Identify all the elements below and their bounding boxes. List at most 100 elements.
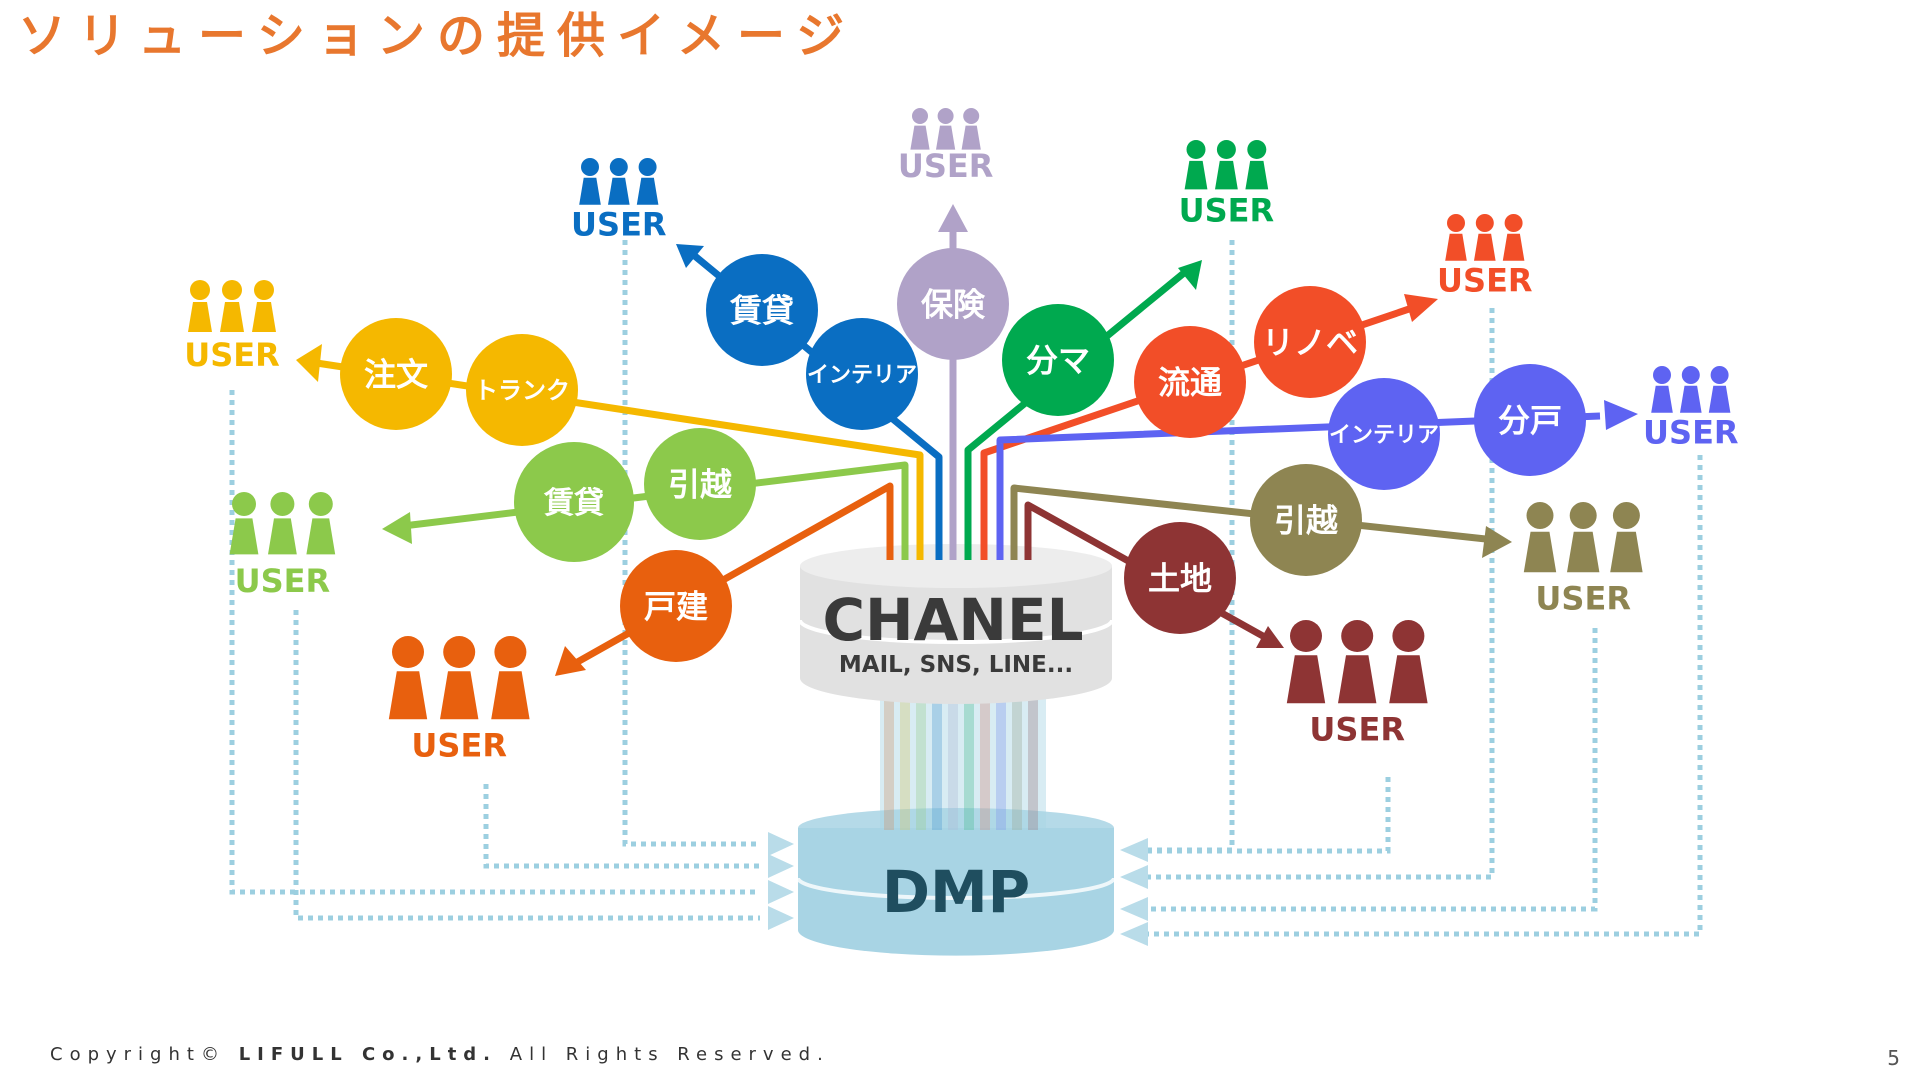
bubble-lime-0: 賃貸: [514, 442, 634, 562]
arrow-blue: [676, 244, 704, 268]
stripe: [884, 690, 894, 830]
bubble-blue-0: 賃貸: [706, 254, 818, 366]
dmp-body: [798, 828, 1114, 956]
bubble-circle: [1254, 286, 1366, 398]
person-icon: [963, 108, 980, 124]
person-body: [252, 302, 276, 332]
footer-copyright: Copyright© LIFULL Co.,Ltd. All Rights Re…: [50, 1044, 830, 1065]
person-body: [1523, 531, 1557, 573]
person-body: [636, 177, 659, 205]
bubble-yellow-0: 注文: [340, 318, 452, 430]
bubble-violet-1: 分戸: [1474, 364, 1586, 476]
arrow-green: [1178, 260, 1202, 290]
person-icon: [638, 158, 657, 176]
person-body: [220, 302, 244, 332]
person-body: [961, 125, 981, 150]
user-label: USER: [235, 562, 331, 600]
dashed-line-olive: [1132, 628, 1598, 912]
bubble-olive-0: 引越: [1250, 464, 1362, 576]
person-icon: [1569, 502, 1597, 529]
dmp-input-arrows: [768, 832, 1148, 946]
arrow-redorange: [1404, 294, 1438, 322]
person-body: [579, 177, 601, 205]
stripe: [900, 690, 910, 830]
person-body: [1215, 160, 1238, 190]
person-body: [229, 518, 259, 555]
bubble-circle: [514, 442, 634, 562]
bubble-purple-0: 保険: [897, 248, 1009, 360]
dashed-line-blue: [622, 240, 760, 847]
user-label: USER: [184, 336, 280, 374]
stripe: [916, 690, 926, 830]
person-body: [491, 671, 530, 720]
chanel-database: [798, 544, 1114, 704]
person-icon: [190, 280, 210, 300]
bubble-circle: [1328, 378, 1440, 490]
user-label: USER: [898, 147, 994, 185]
person-icon: [1247, 140, 1267, 159]
bubble-label: 賃貸: [543, 486, 604, 521]
page-number: 5: [1887, 1046, 1900, 1070]
bubble-label: 分マ: [1026, 342, 1090, 380]
bubble-circle: [1474, 364, 1586, 476]
person-icon: [1653, 366, 1671, 384]
user-label: USER: [1535, 580, 1631, 618]
bubble-circle: [340, 318, 452, 430]
bubble-circle: [1124, 522, 1236, 634]
bubble-label: 土地: [1148, 560, 1212, 598]
bubble-circle: [466, 334, 578, 446]
bubble-redorange-1: リノベ: [1254, 286, 1366, 398]
user-group-orange: USER: [388, 636, 530, 765]
person-body: [1610, 531, 1643, 573]
feedback-dashed-lines: [229, 240, 1703, 937]
user-group-redorange: USER: [1437, 214, 1533, 299]
person-body: [1651, 385, 1673, 413]
person-body: [268, 518, 297, 555]
arrow-lime: [382, 512, 412, 544]
bubble-orange-0: 戸建: [620, 550, 732, 662]
person-icon: [1186, 140, 1206, 159]
bubble-yellow-1: トランク: [466, 334, 578, 446]
bubble-circle: [706, 254, 818, 366]
bubble-label: インテリア: [1329, 423, 1439, 448]
stripe: [1028, 690, 1038, 830]
bubble-label: トランク: [474, 377, 570, 405]
person-body: [1338, 655, 1377, 704]
person-icon: [308, 492, 333, 516]
stripe: [932, 690, 942, 830]
dmp-database: [796, 808, 1116, 956]
dashed-line-yellow: [229, 390, 760, 895]
dashed-line-maroon: [1132, 777, 1391, 854]
person-body: [1680, 385, 1702, 413]
person-icon: [1612, 502, 1640, 529]
bubble-circle: [1134, 326, 1246, 438]
slide-title: ソリューションの提供イメージ: [18, 8, 857, 64]
copyright-company: LIFULL Co.,Ltd.: [238, 1044, 498, 1065]
bubble-circle: [644, 428, 756, 540]
person-icon: [581, 158, 599, 176]
person-icon: [1216, 140, 1236, 159]
chanel-title: CHANEL: [822, 586, 1083, 654]
person-body: [1567, 531, 1600, 573]
bubble-label: インテリア: [807, 363, 917, 388]
person-icon: [1290, 620, 1322, 652]
stripe: [980, 690, 990, 830]
person-icon: [254, 280, 274, 300]
user-label: USER: [1179, 192, 1275, 230]
person-body: [936, 125, 956, 150]
person-body: [306, 518, 336, 555]
arrow-maroon: [1256, 626, 1284, 648]
stripe: [964, 690, 974, 830]
copyright-prefix: Copyright©: [50, 1044, 226, 1065]
person-body: [608, 177, 630, 205]
person-icon: [1681, 366, 1700, 384]
bubble-green-0: 分マ: [1002, 304, 1114, 416]
user-group-purple: USER: [898, 108, 994, 185]
dashed-line-orange: [483, 784, 760, 869]
bubble-circle: [1250, 464, 1362, 576]
user-label: USER: [1437, 261, 1533, 299]
person-icon: [232, 492, 256, 516]
arrow-purple: [938, 204, 968, 232]
